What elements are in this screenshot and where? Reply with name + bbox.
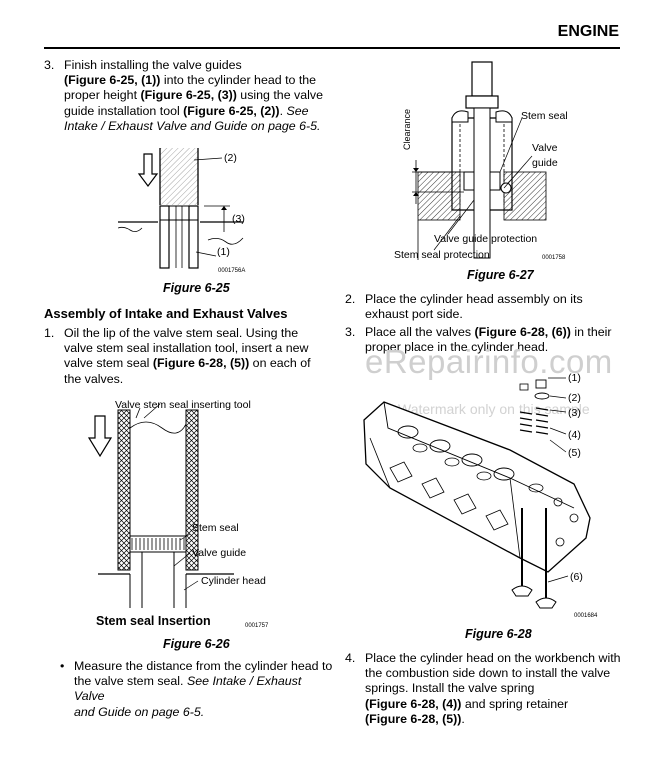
fig27-code: 0001758 <box>542 255 566 261</box>
figure-6-27-caption: Figure 6-27 <box>467 268 534 282</box>
fig25-label-3: (3) <box>232 213 245 225</box>
figure-6-25-diagram <box>118 148 244 269</box>
bullet-line: Measure the distance from the cylinder h… <box>74 659 333 673</box>
figure-6-28-caption: Figure 6-28 <box>465 627 532 641</box>
fig25-code: 0001756A <box>218 268 246 274</box>
fig26-title: Stem seal Insertion <box>96 614 211 628</box>
step-line: (Figure 6-28, (4)) and spring retainer <box>365 696 569 711</box>
figure-6-28-diagram <box>363 377 591 609</box>
step-line: springs. Install the valve spring <box>365 681 535 696</box>
step-number: 3. <box>44 58 55 72</box>
step-line: the combustion side down to install the … <box>365 666 611 681</box>
step-text: Place the cylinder head on the workbench… <box>365 651 635 727</box>
step-number: 2. <box>345 292 356 306</box>
fig28-label-4: (4) <box>568 429 581 441</box>
fig26-tool-label: Valve stem seal inserting tool <box>115 399 251 411</box>
fig25-label-2: (2) <box>224 152 237 164</box>
step-line: (Figure 6-25, (1)) into the cylinder hea… <box>64 73 317 88</box>
page-header-title: ENGINE <box>557 23 619 40</box>
bullet-line: and Guide on page 6-5. <box>74 704 205 719</box>
step-line: (Figure 6-28, (5)). <box>365 711 465 726</box>
step-line: guide installation tool (Figure 6-25, (2… <box>64 103 309 118</box>
step-text: Place all the valves (Figure 6-28, (6)) … <box>365 325 635 355</box>
fig28-label-6: (6) <box>570 571 583 583</box>
fig28-label-5: (5) <box>568 447 581 459</box>
fig27-vg-protection-label: Valve guide protection <box>434 233 538 245</box>
step-line: proper place in the cylinder head. <box>365 340 549 355</box>
step-line: Oil the lip of the valve stem seal. Usin… <box>64 326 299 340</box>
fig27-clearance-label: Clearance <box>402 108 412 150</box>
step-line: exhaust port side. <box>365 307 463 322</box>
fig26-cylinder-head-label: Cylinder head <box>201 575 266 587</box>
step-line: Intake / Exhaust Valve and Guide on page… <box>64 118 321 133</box>
step-line: valve stem seal (Figure 6-28, (5)) on ea… <box>64 356 311 371</box>
bullet-mark: • <box>60 659 65 673</box>
step-text: Finish installing the valve guides (Figu… <box>64 58 344 134</box>
fig26-valve-guide-label: Valve guide <box>192 547 247 559</box>
header-rule <box>44 47 620 49</box>
figure-6-26-caption: Figure 6-26 <box>163 637 230 651</box>
step-number: 1. <box>44 326 55 340</box>
section-title: Assembly of Intake and Exhaust Valves <box>44 306 288 321</box>
fig28-label-3: (3) <box>568 407 581 419</box>
step-text: Place the cylinder head assembly on its … <box>365 292 635 322</box>
step-number: 4. <box>345 651 356 665</box>
fig27-stem-seal-label: Stem seal <box>521 110 568 122</box>
step-line: proper height (Figure 6-25, (3)) using t… <box>64 88 323 103</box>
watermark-subtext: Watermark only on this sample <box>398 401 590 417</box>
fig27-valve-label: Valve <box>532 142 558 154</box>
fig27-ss-protection-label: Stem seal protection <box>394 249 490 261</box>
down-arrow-icon <box>137 153 159 187</box>
fig26-code: 0001757 <box>245 623 269 629</box>
fig28-label-2: (2) <box>568 392 581 404</box>
figure-6-25-caption: Figure 6-25 <box>163 281 230 295</box>
fig27-guide-label: guide <box>532 157 558 169</box>
down-arrow-icon <box>87 415 113 458</box>
step-line: Finish installing the valve guides <box>64 58 242 72</box>
step-line: Place all the valves (Figure 6-28, (6)) … <box>365 325 612 339</box>
step-line: the valves. <box>64 371 124 386</box>
step-line: Place the cylinder head assembly on its <box>365 292 583 306</box>
fig26-stem-seal-label: Stem seal <box>192 522 239 534</box>
fig25-label-1: (1) <box>217 246 230 258</box>
figure-6-26-diagram <box>87 403 234 608</box>
figure-6-27-diagram <box>412 61 547 260</box>
step-line: valve stem seal installation tool, inser… <box>64 341 309 356</box>
bullet-line: the valve stem seal. See Intake / Exhaus… <box>74 674 302 704</box>
step-number: 3. <box>345 325 356 339</box>
fig28-code: 0001684 <box>574 613 598 619</box>
watermark-text: eRepairinfo.com <box>365 343 613 380</box>
step-line: Place the cylinder head on the workbench… <box>365 651 621 665</box>
bullet-text: Measure the distance from the cylinder h… <box>74 659 334 720</box>
step-text: Oil the lip of the valve stem seal. Usin… <box>64 326 344 387</box>
fig28-label-1: (1) <box>568 372 581 384</box>
